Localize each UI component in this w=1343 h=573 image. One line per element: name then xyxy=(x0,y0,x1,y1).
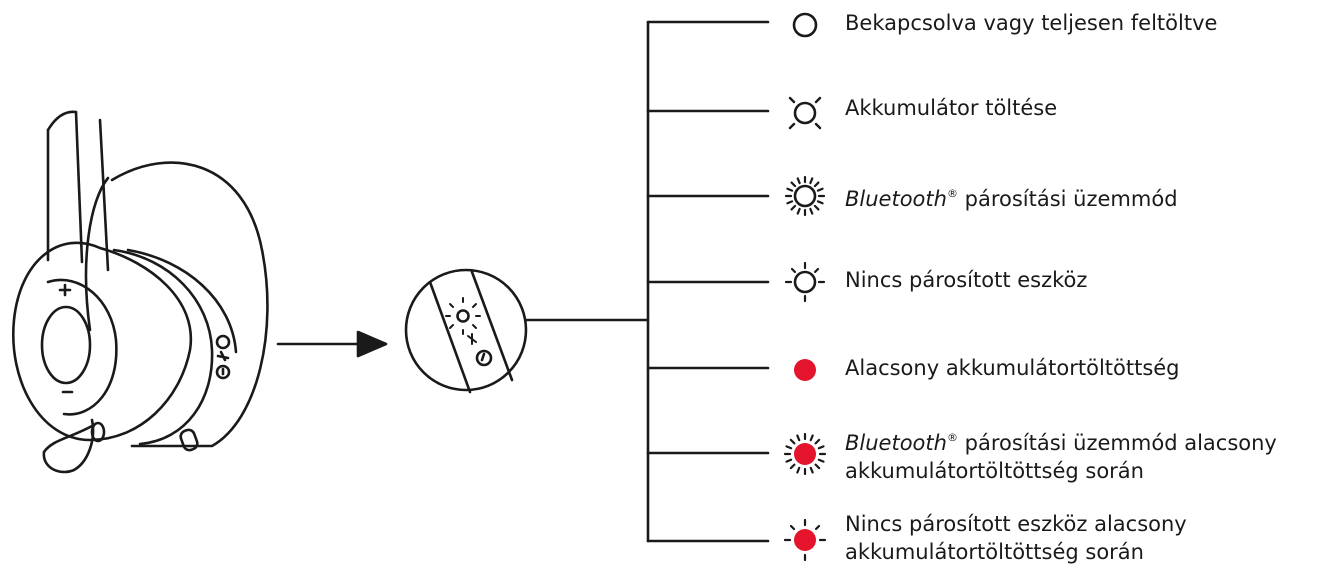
led-ray xyxy=(816,200,824,205)
legend-item-no-device: Nincs párosított eszköz xyxy=(845,267,1087,294)
legend-text: párosítási üzemmód xyxy=(957,187,1178,211)
led-no-device-low-icon xyxy=(783,518,827,562)
bluetooth-brand: Bluetooth xyxy=(845,187,947,211)
led-no-device-icon xyxy=(784,261,826,303)
led-ray xyxy=(816,187,824,192)
led-low-battery-icon xyxy=(794,359,816,381)
legend-text: Akkumulátor töltése xyxy=(845,96,1058,120)
plus-sign xyxy=(58,283,72,297)
legend-item-pairing-low: Bluetooth® párosítási üzemmód alacsony a… xyxy=(845,424,1277,485)
led-ray xyxy=(790,204,797,211)
led-ray xyxy=(796,207,801,215)
volume-dial xyxy=(40,305,92,385)
led-ray xyxy=(814,463,821,470)
zoom-inset xyxy=(404,268,528,394)
legend-text-line2: akkumulátortöltöttség során xyxy=(845,459,1144,483)
led-ray xyxy=(817,458,825,463)
led-charging-icon xyxy=(788,96,822,130)
bluetooth-brand: Bluetooth xyxy=(845,431,947,455)
legend-item-low-battery: Alacsony akkumulátortöltöttség xyxy=(845,355,1180,382)
legend-item-no-device-low: Nincs párosított eszköz alacsony akkumul… xyxy=(845,510,1187,566)
legend-text-line2: akkumulátortöltöttség során xyxy=(845,540,1144,564)
led-pairing-icon xyxy=(784,175,826,217)
led-ray xyxy=(809,466,814,474)
legend-text: Alacsony akkumulátortöltöttség xyxy=(845,356,1180,380)
led-ray xyxy=(814,438,821,445)
legend-text: Bekapcsolva vagy teljesen feltöltve xyxy=(845,11,1218,35)
button-led xyxy=(215,334,231,350)
legend-item-charging: Akkumulátor töltése xyxy=(845,95,1057,122)
led-ray xyxy=(786,187,794,192)
led-ray xyxy=(809,177,814,185)
registered-mark: ® xyxy=(946,187,958,200)
registered-mark: ® xyxy=(946,431,958,444)
earcup xyxy=(11,241,193,442)
led-ray xyxy=(789,463,796,470)
legend-text: párosítási üzemmód alacsony xyxy=(957,431,1277,455)
legend-text: Nincs párosított eszköz alacsony xyxy=(845,512,1187,536)
led-ray xyxy=(796,466,801,474)
led-ray xyxy=(813,204,820,211)
led-ray xyxy=(785,445,793,450)
legend-item-pairing: Bluetooth® párosítási üzemmód xyxy=(845,180,1178,213)
led-off-icon xyxy=(792,12,818,38)
led-ray xyxy=(785,458,793,463)
usb-port xyxy=(179,428,199,452)
led-ray xyxy=(786,200,794,205)
led-ray xyxy=(813,181,820,188)
legend-text: Nincs párosított eszköz xyxy=(845,268,1088,292)
led-ray xyxy=(796,177,801,185)
headset-illustration xyxy=(11,110,269,474)
led-ray xyxy=(809,207,814,215)
led-pairing-low-icon xyxy=(783,432,827,476)
led-ray xyxy=(796,434,801,442)
led-ray xyxy=(790,181,797,188)
legend-item-off: Bekapcsolva vagy teljesen feltöltve xyxy=(845,10,1217,37)
led-ray xyxy=(809,434,814,442)
led-ray xyxy=(789,438,796,445)
led-ray xyxy=(817,445,825,450)
power-button xyxy=(215,364,231,380)
arrow-head xyxy=(356,330,388,358)
ear-cushion xyxy=(110,161,269,448)
